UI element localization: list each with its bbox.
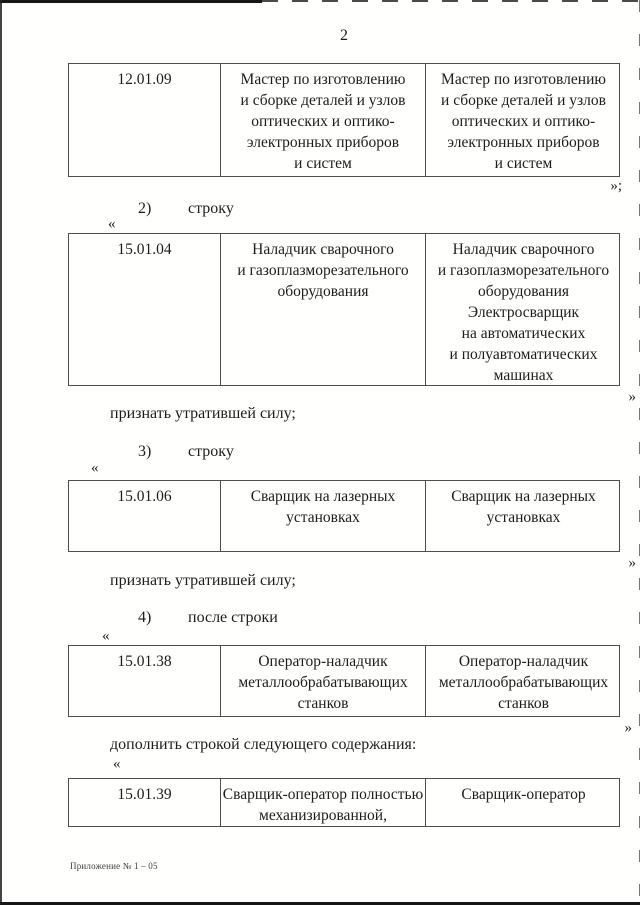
closing-quote-semicolon: »; bbox=[610, 178, 622, 194]
table-cell-code: 15.01.39 bbox=[69, 779, 221, 826]
opening-quote-3: « bbox=[91, 460, 99, 476]
opening-quote-4: « bbox=[102, 628, 110, 644]
page-number: 2 bbox=[340, 27, 348, 44]
item-2-number: 2) bbox=[138, 200, 152, 217]
table-cell-code: 15.01.38 bbox=[69, 646, 221, 716]
item-4-number: 4) bbox=[138, 609, 152, 626]
closing-quote-3: » bbox=[628, 555, 637, 571]
opening-quote-2: « bbox=[108, 216, 116, 232]
closing-quote-4: » bbox=[624, 720, 633, 736]
item-4-text: после строки bbox=[188, 609, 278, 626]
scan-edge-left bbox=[0, 0, 2, 905]
item-3-number: 3) bbox=[138, 443, 152, 460]
statement-append: дополнить строкой следующего содержания: bbox=[110, 736, 417, 753]
opening-quote-5: « bbox=[113, 756, 121, 772]
table-cell-code: 15.01.06 bbox=[69, 481, 221, 551]
table-cell-code: 12.01.09 bbox=[69, 64, 221, 176]
table-cell-new-name: Сварщик-оператор bbox=[461, 786, 586, 803]
scan-edge-top bbox=[0, 0, 262, 3]
footer-annex-reference: Приложение № 1 – 05 bbox=[70, 861, 158, 871]
closing-quote-2: » bbox=[628, 389, 637, 405]
item-3-text: строку bbox=[188, 443, 234, 460]
item-2-text: строку bbox=[188, 200, 234, 217]
scan-edge-bottom bbox=[0, 902, 640, 905]
table-cell-code: 15.01.04 bbox=[69, 234, 221, 385]
statement-revoke-1: признать утратившей силу; bbox=[110, 405, 296, 422]
statement-revoke-2: признать утратившей силу; bbox=[110, 572, 296, 589]
scan-edge-top-dashes bbox=[262, 0, 640, 2]
